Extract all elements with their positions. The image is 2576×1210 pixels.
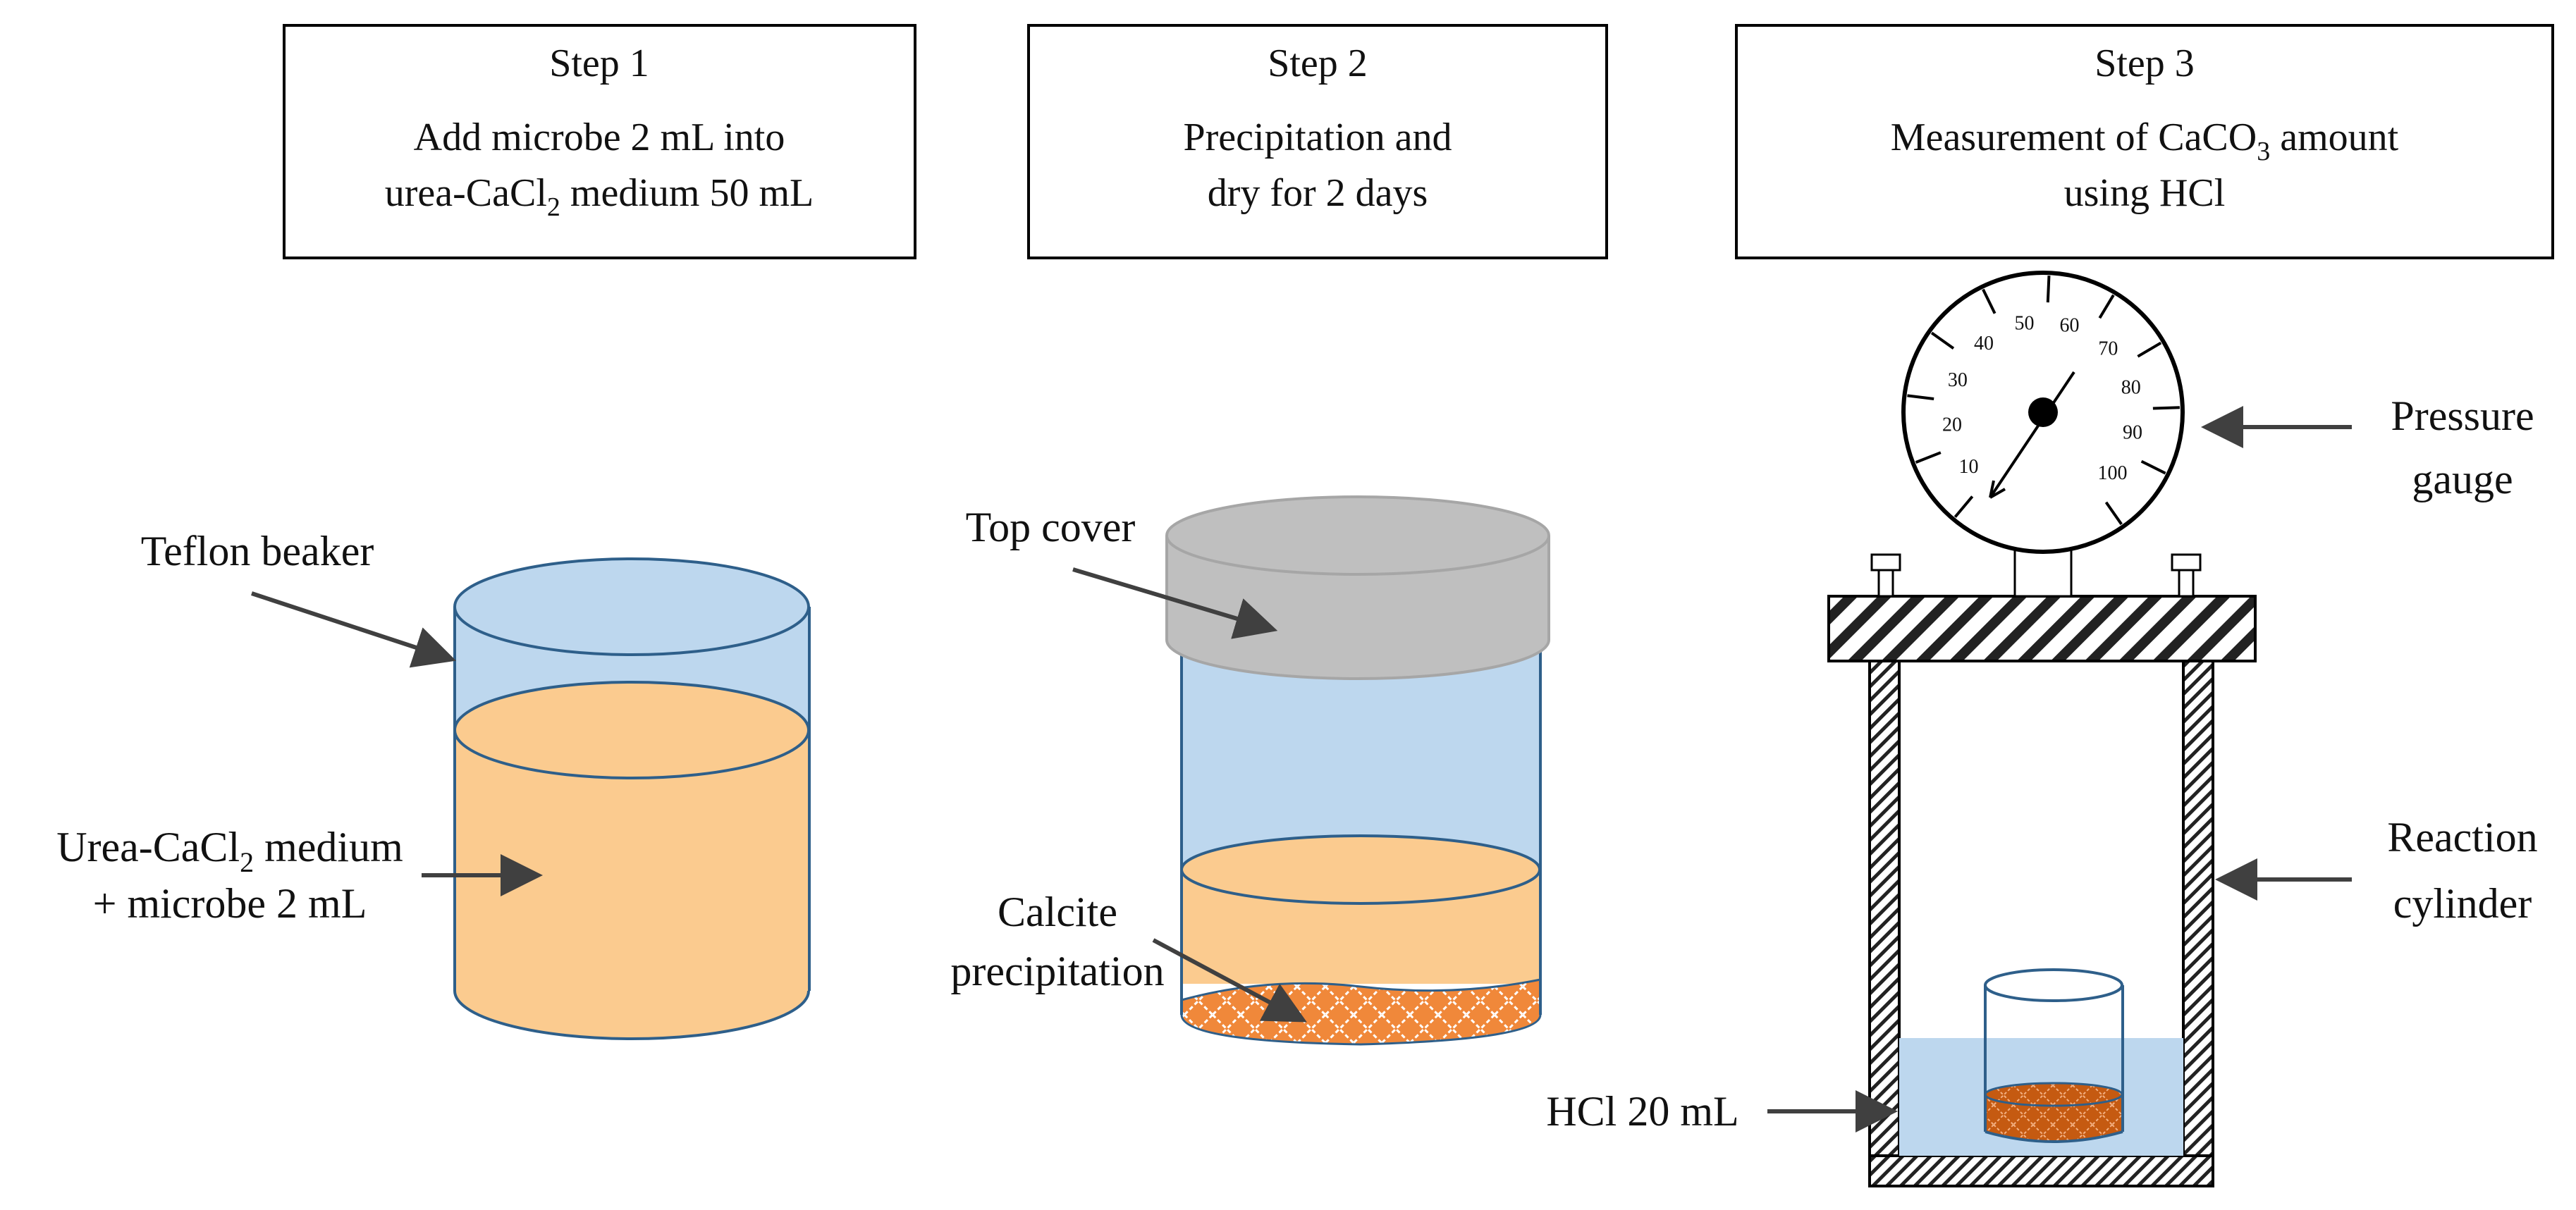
calcite-label-line2: precipitation xyxy=(950,948,1164,994)
reaction-label-line2: cylinder xyxy=(2393,880,2532,927)
gauge-number: 10 xyxy=(1958,456,1978,478)
step-1-line2: urea-CaCl2 medium 50 mL xyxy=(385,171,814,222)
calcite-arrow xyxy=(1152,938,1307,1023)
gauge-tick xyxy=(2098,294,2115,319)
step-3-title: Step 3 xyxy=(2094,42,2195,85)
step-2-title: Step 2 xyxy=(1268,42,1368,85)
step-3-line1: Measurement of CaCO3 amount xyxy=(1891,116,2399,166)
step-2-box: Step 2 Precipitation and dry for 2 days xyxy=(1027,24,1608,259)
gauge-needle xyxy=(1989,371,2075,499)
right-bolt xyxy=(2171,553,2202,598)
step-2-line2: dry for 2 days xyxy=(1208,171,1428,215)
gauge-number: 30 xyxy=(1948,369,1968,391)
step-2-line1: Precipitation and xyxy=(1183,116,1452,159)
gauge-number: 50 xyxy=(2015,313,2035,335)
gauge-ticks xyxy=(1907,276,2180,526)
step-3-box: Step 3 Measurement of CaCO3 amount using… xyxy=(1735,24,2554,259)
gauge-tick xyxy=(1907,394,1934,400)
gauge-number: 20 xyxy=(1942,414,1962,436)
gauge-tick xyxy=(1930,331,1955,350)
pressure-label-line2: gauge xyxy=(2412,456,2513,502)
step-1-title: Step 1 xyxy=(549,42,649,85)
top-cover-label: Top cover xyxy=(966,504,1136,550)
gauge-tick xyxy=(2152,406,2180,410)
gauge-tick xyxy=(2104,501,2123,526)
top-cover-lid xyxy=(1165,495,1550,576)
teflon-beaker-arrow xyxy=(251,591,457,668)
sample-layer xyxy=(1985,1094,2123,1141)
top-cover-arrow xyxy=(1072,567,1278,639)
teflon-beaker xyxy=(453,557,811,1040)
gauge-number: 80 xyxy=(2121,377,2141,399)
hcl-label: HCl 20 mL xyxy=(1546,1088,1738,1135)
gauge-tick xyxy=(1915,451,1942,464)
pressure-label-line1: Pressure xyxy=(2391,393,2534,439)
calcite-layer xyxy=(1180,978,1542,1046)
step-1-box: Step 1 Add microbe 2 mL into urea-CaCl2 … xyxy=(283,24,916,259)
gauge-hub xyxy=(2028,397,2058,427)
gauge-number: 40 xyxy=(1974,333,1994,354)
left-bolt xyxy=(1870,553,1901,598)
medium-label-line2: + microbe 2 mL xyxy=(93,880,367,927)
gauge-number: 100 xyxy=(2097,462,2127,484)
step-1-line1: Add microbe 2 mL into xyxy=(414,116,785,159)
gauge-tick xyxy=(1954,495,1974,518)
medium-label-line1: Urea-CaCl2 medium xyxy=(56,824,403,878)
gauge-tick xyxy=(2137,341,2162,358)
gauge-number: 90 xyxy=(2123,422,2142,444)
top-plate xyxy=(1827,595,2257,662)
gauge-number: 60 xyxy=(2059,315,2079,337)
gauge-tick xyxy=(2140,459,2166,475)
gauge-tick xyxy=(1982,288,1997,314)
covered-jar xyxy=(1165,495,1550,1046)
calcite-label-line1: Calcite xyxy=(998,889,1117,935)
gauge-number: 70 xyxy=(2098,338,2118,359)
step-3-line2: using HCl xyxy=(2064,171,2226,215)
gauge-tick xyxy=(2046,276,2051,303)
reaction-label-line1: Reaction xyxy=(2387,814,2537,860)
reaction-apparatus xyxy=(1827,541,2257,1187)
teflon-beaker-label: Teflon beaker xyxy=(141,528,374,574)
